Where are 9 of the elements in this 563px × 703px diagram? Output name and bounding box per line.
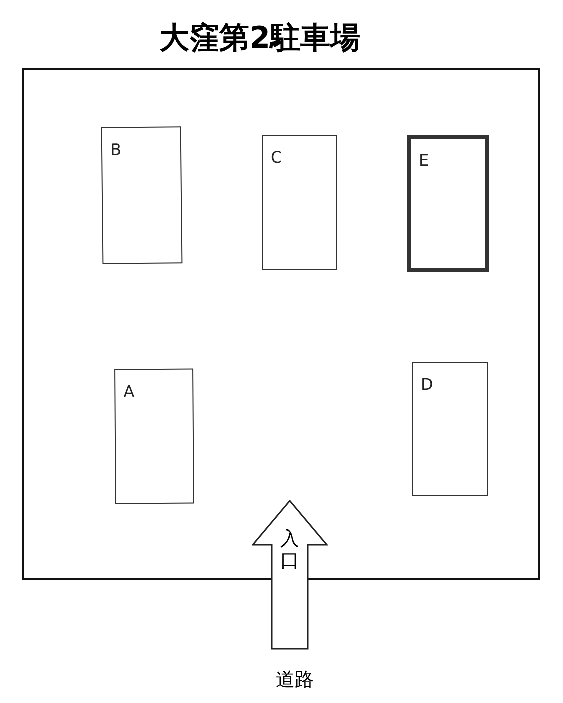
parking-lot-outline (22, 68, 540, 580)
road-label: 道路 (275, 668, 315, 693)
parking-space: D (412, 362, 488, 496)
parking-space: B (101, 126, 183, 264)
parking-space: C (262, 135, 337, 270)
title: 大窪第2駐車場 (158, 20, 362, 58)
parking-space: E (407, 135, 489, 272)
entrance-arrow: 入口 (252, 500, 328, 650)
parking-space: A (114, 368, 194, 504)
